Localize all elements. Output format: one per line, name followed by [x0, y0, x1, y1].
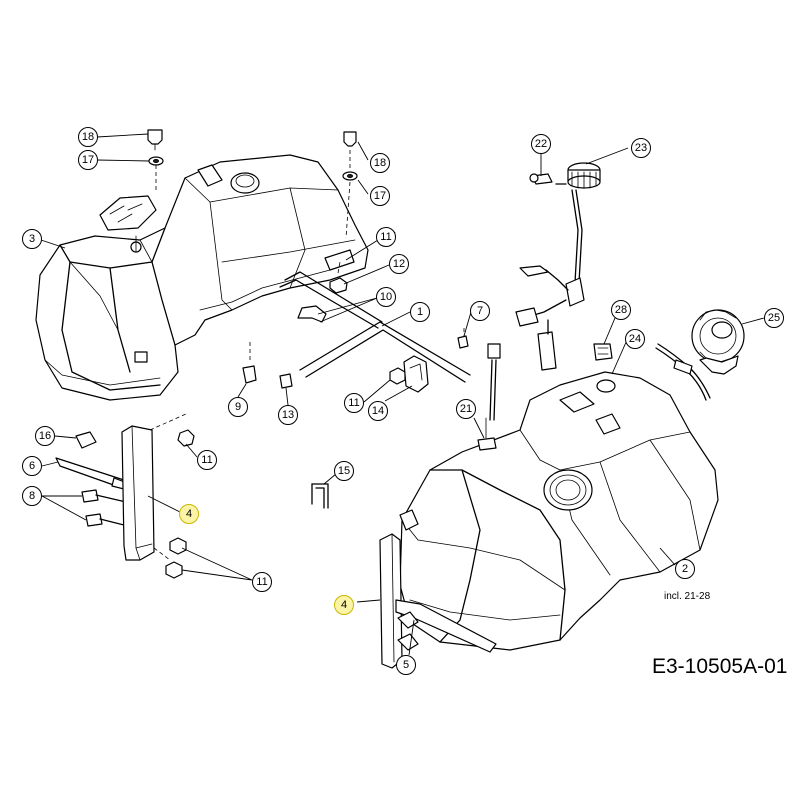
callout-number: 12 [393, 258, 405, 270]
callout-14: 14 [368, 401, 388, 421]
drawing-number: E3-10505A-01 [652, 655, 787, 678]
callout-number: 16 [39, 430, 51, 442]
callout-number: 11 [380, 231, 391, 243]
leader-lines [40, 133, 765, 656]
callout-13: 13 [278, 405, 298, 425]
callout-18-top-right: 18 [370, 153, 390, 173]
callout-number: 22 [535, 138, 547, 150]
callout-1: 1 [410, 302, 430, 322]
callout-25: 25 [764, 308, 784, 328]
callout-4-left-highlighted: 4 [179, 504, 199, 524]
callout-6: 6 [22, 456, 42, 476]
callout-number: 13 [282, 409, 294, 421]
callout-number: 11 [348, 397, 359, 409]
callout-28: 28 [611, 300, 631, 320]
callout-number: 9 [235, 401, 241, 413]
callout-number: 11 [201, 454, 212, 466]
callout-12: 12 [389, 254, 409, 274]
callout-number: 8 [29, 490, 35, 502]
callout-number: 21 [460, 403, 472, 415]
callout-number: 14 [372, 405, 384, 417]
callout-number: 6 [29, 460, 35, 472]
callout-number: 18 [82, 131, 94, 143]
callout-number: 11 [256, 576, 267, 588]
callout-2: 2 [675, 559, 695, 579]
callout-4-right-highlighted: 4 [334, 595, 354, 615]
callout-number: 15 [338, 465, 350, 477]
callout-21: 21 [456, 399, 476, 419]
callout-number: 4 [186, 508, 192, 520]
fuel-tank-right [379, 343, 719, 669]
callout-15: 15 [334, 461, 354, 481]
callout-number: 10 [380, 291, 392, 303]
left-small-parts [55, 129, 471, 579]
callout-8: 8 [22, 486, 42, 506]
callout-number: 23 [635, 142, 647, 154]
callout-17-top-left: 17 [78, 150, 98, 170]
callout-11-middle: 11 [344, 393, 364, 413]
right-small-parts [311, 162, 745, 509]
callout-9: 9 [228, 397, 248, 417]
callout-7: 7 [470, 301, 490, 321]
callout-11-left-lower: 11 [252, 572, 272, 592]
callout-number: 1 [417, 306, 423, 318]
callout-number: 5 [403, 659, 409, 671]
callout-24: 24 [625, 329, 645, 349]
callout-number: 17 [82, 154, 94, 166]
callout-23: 23 [631, 138, 651, 158]
callout-number: 24 [629, 333, 641, 345]
callout-11-top: 11 [376, 227, 396, 247]
callout-number: 7 [477, 305, 483, 317]
callout-16: 16 [35, 426, 55, 446]
callout-10: 10 [376, 287, 396, 307]
callout-18-top-left: 18 [78, 127, 98, 147]
fuel-tank-left [35, 154, 369, 401]
callout-number: 3 [29, 233, 35, 245]
callout-22: 22 [531, 134, 551, 154]
callout-3: 3 [22, 229, 42, 249]
callout-number: 28 [615, 304, 627, 316]
callout-number: 18 [374, 157, 386, 169]
callout-number: 17 [374, 190, 386, 202]
callout-5: 5 [396, 655, 416, 675]
callout-11-left-upper: 11 [197, 450, 217, 470]
callout-number: 25 [768, 312, 780, 324]
callout-number: 4 [341, 599, 347, 611]
note-included-parts: incl. 21-28 [664, 591, 711, 602]
callout-17-top-right: 17 [370, 186, 390, 206]
callout-number: 2 [682, 563, 688, 575]
